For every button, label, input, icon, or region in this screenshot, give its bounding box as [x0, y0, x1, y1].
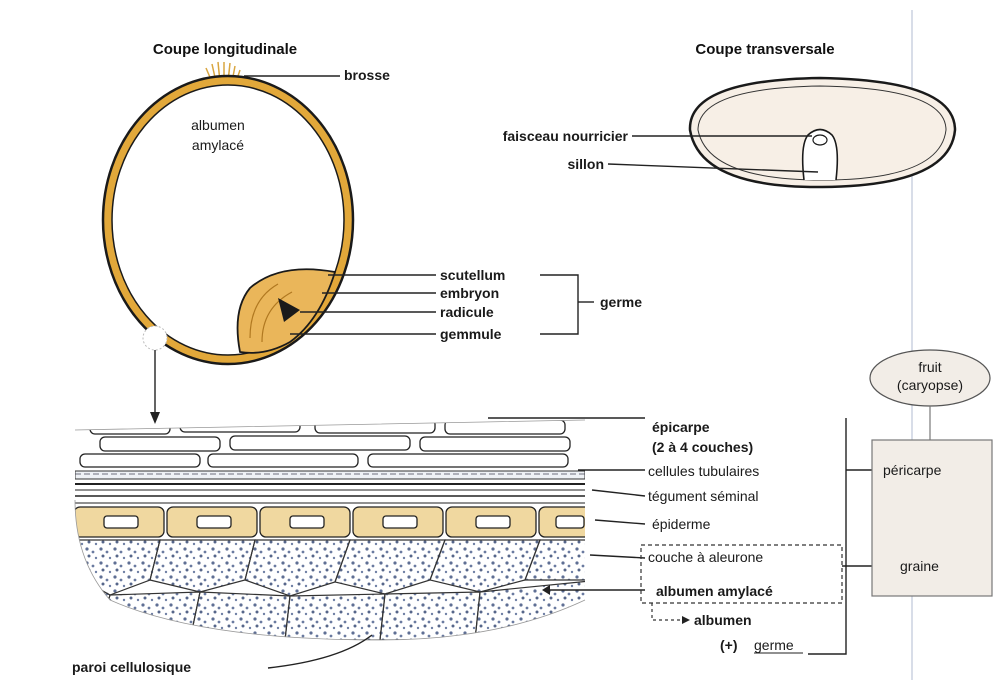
- tubulaires-label: cellules tubulaires: [648, 463, 759, 479]
- aleurone-leader: [590, 555, 645, 558]
- epiderme-label: épiderme: [652, 516, 711, 532]
- radicule-label: radicule: [440, 304, 494, 320]
- faisceau-label: faisceau nourricier: [503, 128, 629, 144]
- gemmule-label: gemmule: [440, 326, 502, 342]
- albumen-dash-arrow: [652, 603, 684, 620]
- pericarpe-label: péricarpe: [883, 462, 942, 478]
- scutellum-label: scutellum: [440, 267, 505, 283]
- tegument-label: tégument séminal: [648, 488, 759, 504]
- fruit-label: fruit: [918, 359, 941, 375]
- sample-point: [143, 326, 167, 350]
- aleurone-cells: [74, 507, 599, 537]
- epiderme-leader: [595, 520, 645, 524]
- aleurone-label: couche à aleurone: [648, 549, 763, 565]
- germe-bracket: [540, 275, 578, 334]
- sillon-label: sillon: [567, 156, 604, 172]
- caryopse-label: (caryopse): [897, 377, 963, 393]
- brosse-label: brosse: [344, 67, 390, 83]
- long-section-title: Coupe longitudinale: [153, 41, 297, 58]
- plus-label: (+): [720, 637, 738, 653]
- fruit-bracket: [808, 418, 846, 654]
- epicarpe-label: épicarpe: [652, 419, 710, 435]
- graine-label: graine: [900, 558, 939, 574]
- albumen-label-1: albumen: [191, 117, 245, 133]
- tissue-detail: [70, 415, 600, 645]
- albumen-amylace-label: albumen amylacé: [656, 583, 773, 599]
- faisceau-dot: [813, 135, 827, 145]
- embryon-label: embryon: [440, 285, 499, 301]
- germe-small-label: germe: [754, 637, 794, 653]
- paroi-label: paroi cellulosique: [72, 659, 191, 675]
- zoom-arrow-head: [150, 412, 160, 424]
- tubular-cells: [75, 471, 585, 479]
- epicarpe-detail: (2 à 4 couches): [652, 439, 753, 455]
- cross-section: Coupe transversale faisceau nourricier s…: [503, 41, 955, 187]
- tegument-leader: [592, 490, 645, 496]
- classification: fruit (caryopse) péricarpe graine: [870, 350, 992, 596]
- cross-section-title: Coupe transversale: [695, 41, 834, 58]
- albumen-label-2: amylacé: [192, 137, 244, 153]
- germe-label: germe: [600, 294, 642, 310]
- longitudinal-section: Coupe longitudinale brosse albumen amyla…: [103, 41, 642, 424]
- albumen-label: albumen: [694, 612, 752, 628]
